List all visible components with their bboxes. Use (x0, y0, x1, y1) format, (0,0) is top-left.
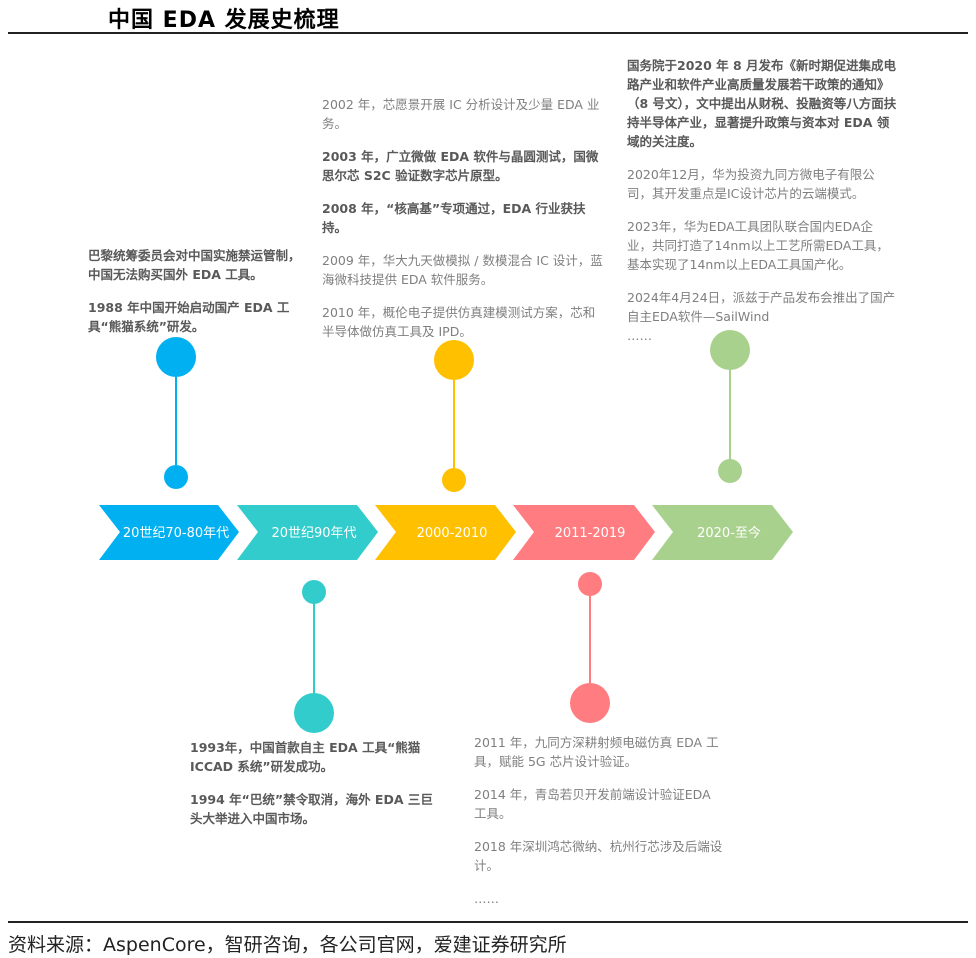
source-note: 资料来源：AspenCore，智研咨询，各公司官网，爱建证券研究所 (8, 934, 567, 956)
event-text: 2018 年深圳鸿芯微纳、杭州行芯涉及后端设计。 (474, 839, 723, 873)
marker-small-era4 (578, 572, 602, 596)
event-text: 1993年，中国首款自主 EDA 工具“熊猫ICCAD 系统”研发成功。 (190, 740, 421, 774)
era-chevron-1 (99, 505, 239, 560)
event-text: 巴黎统筹委员会对中国实施禁运管制，中国无法购买国外 EDA 工具。 (88, 248, 301, 282)
event-text: 2014 年，青岛若贝开发前端设计验证EDA 工具。 (474, 787, 711, 821)
event-text: 1994 年“巴统”禁令取消，海外 EDA 三巨头大举进入中国市场。 (190, 792, 433, 826)
events-era2: 1993年，中国首款自主 EDA 工具“熊猫ICCAD 系统”研发成功。 199… (190, 738, 445, 842)
event-text: …… (627, 328, 652, 343)
events-era1: 巴黎统筹委员会对中国实施禁运管制，中国无法购买国外 EDA 工具。 1988 年… (88, 246, 303, 350)
event-text: 国务院于2020 年 8 月发布《新时期促进集成电路产业和软件产业高质量发展若干… (627, 58, 897, 149)
era-chevron-4 (513, 505, 655, 560)
event-text: 2002 年，芯愿景开展 IC 分析设计及少量 EDA 业务。 (322, 97, 600, 131)
event-text: 2009 年，华大九天做模拟 / 数模混合 IC 设计，蓝海微科技提供 EDA … (322, 253, 603, 287)
event-text: 2008 年，“核高基”专项通过，EDA 行业获扶持。 (322, 201, 586, 235)
era-chevron-5 (652, 505, 793, 560)
marker-large-era1 (156, 337, 196, 377)
marker-small-era1 (164, 465, 188, 489)
event-text: 2023年，华为EDA工具团队联合国内EDA企业，共同打造了14nm以上工艺所需… (627, 219, 889, 272)
era-label-1: 20世纪70-80年代 (123, 526, 229, 541)
marker-large-era2 (294, 693, 334, 733)
era-label-4: 2011-2019 (555, 526, 626, 541)
marker-large-era5 (710, 330, 750, 370)
marker-small-era2 (302, 580, 326, 604)
events-era5: 国务院于2020 年 8 月发布《新时期促进集成电路产业和软件产业高质量发展若干… (627, 56, 897, 359)
era-label-2: 20世纪90年代 (271, 526, 356, 541)
event-text: …… (474, 891, 499, 906)
era-label-3: 2000-2010 (417, 526, 488, 541)
era-chevron-2 (237, 505, 378, 560)
event-text: 2011 年，九同方深耕射频电磁仿真 EDA 工具，赋能 5G 芯片设计验证。 (474, 735, 719, 769)
era-chevron-3 (375, 505, 516, 560)
page-title: 中国 EDA 发展史梳理 (108, 8, 340, 33)
marker-large-era4 (570, 683, 610, 723)
event-text: 2010 年，概伦电子提供仿真建模测试方案，芯和半导体做仿真工具及 IPD。 (322, 305, 596, 339)
bottom-divider (8, 921, 968, 923)
marker-large-era3 (434, 340, 474, 380)
marker-small-era5 (718, 459, 742, 483)
marker-small-era3 (442, 468, 466, 492)
events-era3: 2002 年，芯愿景开展 IC 分析设计及少量 EDA 业务。 2003 年，广… (322, 95, 604, 355)
event-text: 2024年4月24日，派兹于产品发布会推出了国产自主EDA软件—SailWind (627, 290, 896, 324)
events-era4: 2011 年，九同方深耕射频电磁仿真 EDA 工具，赋能 5G 芯片设计验证。 … (474, 733, 724, 922)
era-label-5: 2020-至今 (697, 525, 761, 541)
event-text: 2003 年，广立微做 EDA 软件与晶圆测试，国微思尔芯 S2C 验证数字芯片… (322, 149, 599, 183)
top-divider (8, 32, 968, 34)
event-text: 1988 年中国开始启动国产 EDA 工具“熊猫系统”研发。 (88, 300, 290, 334)
event-text: 2020年12月，华为投资九同方微电子有限公司，其开发重点是IC设计芯片的云端模… (627, 167, 875, 201)
